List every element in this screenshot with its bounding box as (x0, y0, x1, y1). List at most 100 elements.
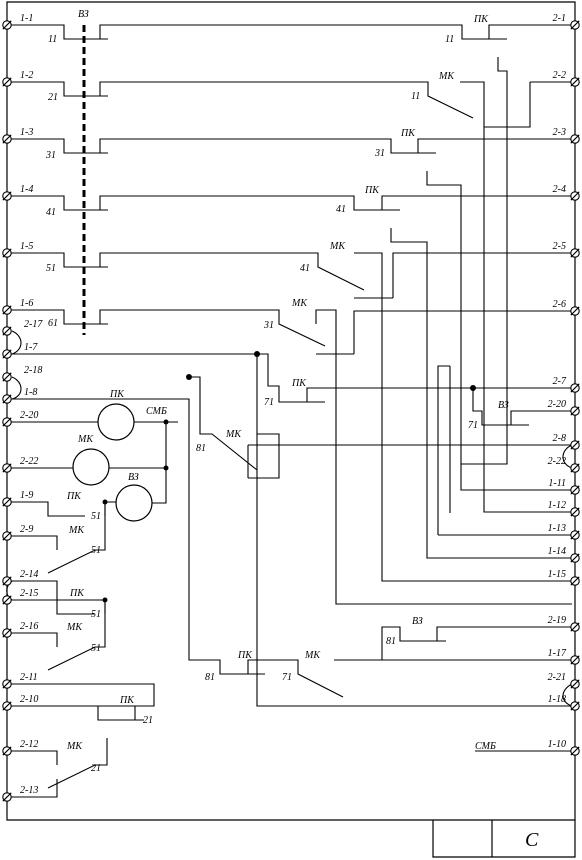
svg-text:ПК: ПК (69, 588, 85, 599)
svg-text:МК: МК (291, 298, 308, 309)
terminal-right-2-3 (570, 134, 580, 144)
svg-text:81: 81 (205, 672, 215, 683)
svg-text:ПК: ПК (473, 14, 489, 25)
terminal-right-1-17 (570, 655, 580, 665)
svg-text:ВЗ: ВЗ (128, 472, 139, 483)
terminal-label-right: 1-14 (548, 546, 566, 557)
row-1-6 (10, 309, 572, 605)
row-1-4 (10, 195, 572, 211)
row-2-9 (10, 502, 106, 574)
terminal-label-right: 2-5 (553, 241, 566, 252)
terminal-label-right: 2-6 (553, 299, 566, 310)
terminal-label-left: 2-14 (20, 569, 38, 580)
svg-text:41: 41 (336, 204, 346, 215)
terminal-left-1-3 (2, 134, 12, 144)
svg-text:МК: МК (66, 741, 83, 752)
terminal-label-left: 1-2 (20, 70, 33, 81)
terminal-right-1-11 (570, 485, 580, 495)
svg-text:МК: МК (225, 429, 242, 440)
terminal-right-2-21 (570, 679, 580, 689)
svg-text:51: 51 (91, 609, 101, 620)
terminal-label-right: 2-20 (548, 399, 566, 410)
svg-text:СМБ: СМБ (475, 741, 496, 752)
terminal-label-right: 2-4 (553, 184, 566, 195)
row-1-18 (256, 434, 572, 707)
vz-contact-71 (472, 388, 572, 426)
row-1-3 (10, 138, 572, 154)
terminal-label-left: 2-11 (20, 672, 38, 683)
terminal-left-2-22 (2, 463, 12, 473)
terminal-label-left: 2-18 (24, 365, 42, 376)
svg-text:ПК: ПК (400, 128, 416, 139)
svg-text:71: 71 (264, 397, 274, 408)
svg-text:ВЗ: ВЗ (412, 616, 423, 627)
terminal-right-1-10 (570, 746, 580, 756)
terminal-label-right: 1-15 (548, 569, 566, 580)
row-1-2 (10, 81, 572, 442)
svg-text:11: 11 (48, 34, 57, 45)
terminal-label-right: 2-3 (553, 127, 566, 138)
vz-top-label: ВЗ (78, 9, 89, 20)
svg-text:51: 51 (91, 511, 101, 522)
terminal-label-right: 1-18 (548, 694, 566, 705)
svg-text:МК: МК (66, 622, 83, 633)
terminal-label-right: 2-22 (548, 456, 566, 467)
terminal-label-left: 2-17 (24, 319, 43, 330)
terminal-label-left: 1-7 (24, 342, 38, 353)
terminal-label-left: 2-13 (20, 785, 38, 796)
svg-text:ПК: ПК (109, 389, 125, 400)
terminal-left-2-17 (2, 326, 12, 336)
terminal-label-left: 1-4 (20, 184, 33, 195)
svg-text:41: 41 (300, 263, 310, 274)
svg-text:31: 31 (45, 150, 56, 161)
row-2-12 (10, 738, 108, 798)
terminal-right-2-1 (570, 20, 580, 30)
svg-text:МК: МК (438, 71, 455, 82)
row-1-5 (10, 252, 572, 582)
terminals (2, 20, 580, 802)
terminal-right-2-22 (570, 463, 580, 473)
terminal-left-2-10 (2, 701, 12, 711)
terminal-label-right: 2-8 (553, 433, 566, 444)
row-2-10 (10, 683, 155, 721)
svg-text:МК: МК (329, 241, 346, 252)
svg-text:МК: МК (304, 650, 321, 661)
terminal-label-right: 1-17 (548, 648, 567, 659)
terminal-right-2-6 (570, 306, 580, 316)
row-1-1 (10, 24, 572, 40)
terminal-label-right: 1-11 (548, 478, 566, 489)
svg-text:ПК: ПК (237, 650, 253, 661)
contact-labels: ВЗ 11 21 31 41 51 61 ПК 11 МК 11 ПК 31 П… (45, 9, 509, 774)
svg-text:51: 51 (91, 643, 101, 654)
terminal-right-2-7 (570, 383, 580, 393)
terminal-label-left: 1-9 (20, 490, 33, 501)
terminal-right-1-18 (570, 701, 580, 711)
terminal-left-1-5 (2, 248, 12, 258)
terminal-label-right: 2-19 (548, 615, 566, 626)
terminal-left-2-11 (2, 679, 12, 689)
terminal-left-1-9 (2, 497, 12, 507)
svg-text:ПК: ПК (66, 491, 82, 502)
junction-nodes (102, 351, 476, 603)
terminal-label-right: 2-7 (553, 376, 567, 387)
terminal-left-2-18 (2, 372, 12, 382)
terminal-left-1-2 (2, 77, 12, 87)
row-1-17 (247, 626, 572, 698)
svg-text:61: 61 (48, 318, 58, 329)
svg-text:МК: МК (77, 434, 94, 445)
svg-text:81: 81 (196, 443, 206, 454)
svg-text:ПК: ПК (291, 378, 307, 389)
svg-text:11: 11 (445, 34, 454, 45)
terminal-left-2-20 (2, 417, 12, 427)
terminal-right-1-14 (570, 553, 580, 563)
title-block: C (525, 829, 539, 851)
terminal-label-right: 2-2 (553, 70, 566, 81)
svg-text:МК: МК (68, 525, 85, 536)
coil-pk (10, 403, 178, 441)
svg-text:31: 31 (263, 320, 274, 331)
coil-mk (10, 422, 167, 486)
svg-text:СМБ: СМБ (146, 406, 167, 417)
svg-text:21: 21 (48, 92, 58, 103)
terminal-left-1-1 (2, 20, 12, 30)
terminal-label-right: 1-13 (548, 523, 566, 534)
